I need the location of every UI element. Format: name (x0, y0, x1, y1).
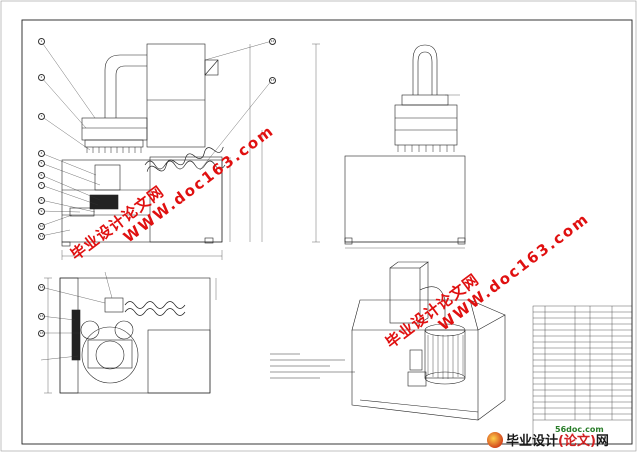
side-view (312, 43, 466, 249)
footer-brand-paren: (论文) (558, 434, 596, 449)
sheet-border-inner (21, 19, 633, 445)
title-block (532, 305, 633, 445)
footer-brand-prefix: 毕业设计 (506, 434, 559, 449)
isometric-view (351, 261, 506, 421)
footer-site-text: 56doc.com (555, 425, 604, 434)
front-view (40, 40, 273, 260)
top-view (40, 271, 217, 394)
footer-brand-suffix: 网 (595, 434, 609, 449)
technical-notes (270, 353, 355, 379)
footer-brand: 毕业设计 (论文) 网 (487, 430, 609, 449)
site-logo-icon (487, 431, 503, 448)
